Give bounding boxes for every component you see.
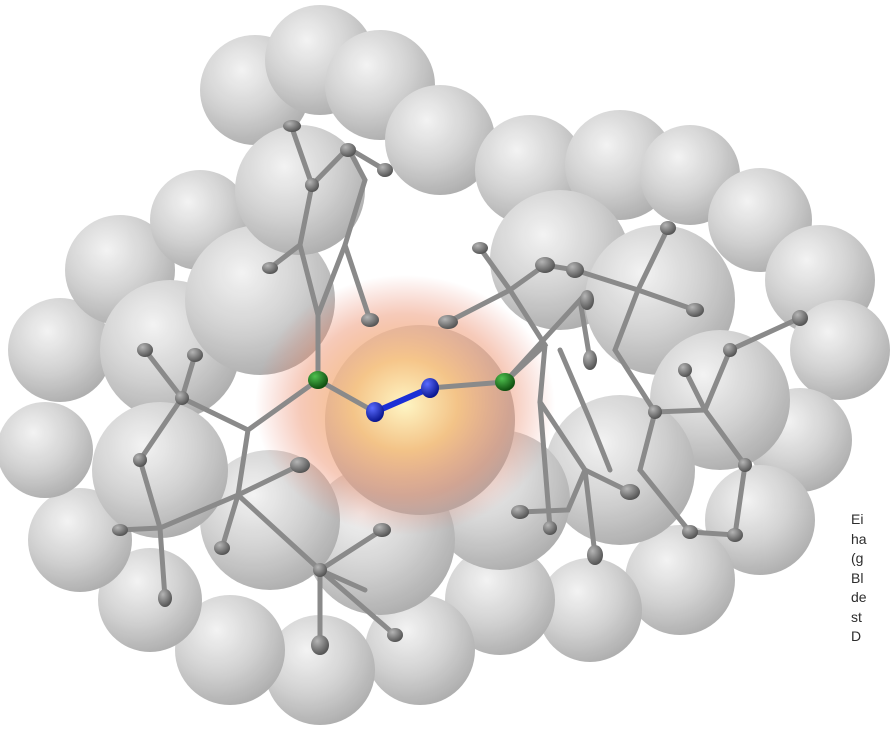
caption-line: st <box>851 608 862 625</box>
caption-line: Bl <box>851 569 864 586</box>
caption-line: Ei <box>851 511 864 527</box>
caption-line: de <box>851 589 867 605</box>
caption-line: D <box>851 628 862 644</box>
caption-line: ha <box>851 530 867 547</box>
nitrogen-atoms <box>366 378 439 422</box>
caption-line: (g <box>851 550 864 566</box>
boron-atoms <box>308 371 515 391</box>
central-glow <box>255 275 555 535</box>
carbon-atoms <box>112 120 808 655</box>
figure-caption: Ei ha (g Bl de st D <box>851 510 896 647</box>
